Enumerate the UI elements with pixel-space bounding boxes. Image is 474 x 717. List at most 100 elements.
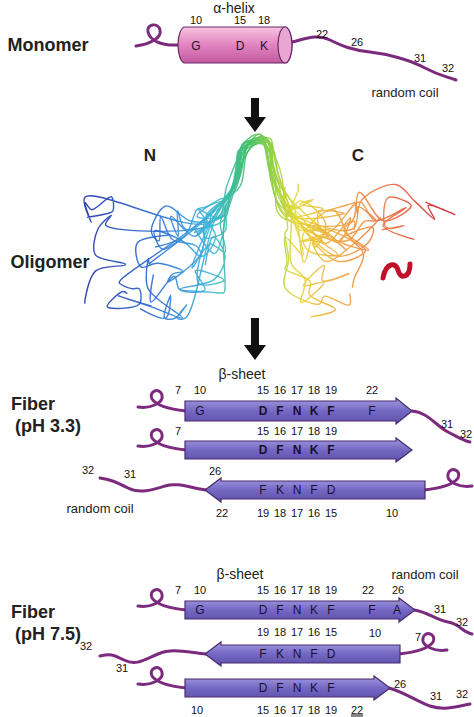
residue-number: 10 [194, 585, 206, 596]
residue-number: 26 [351, 37, 363, 48]
backbone-trace [151, 141, 365, 262]
residue-number: 31 [434, 604, 446, 615]
residue-number: 18 [308, 585, 320, 596]
residue-letter: D [327, 484, 336, 496]
residue-number: 32 [460, 429, 472, 440]
random-coil [292, 37, 456, 80]
beta-strand-arrow: FKNFD [205, 478, 425, 502]
residue-number: 19 [257, 508, 269, 519]
residue-number: 18 [308, 705, 320, 716]
residue-letter: F [259, 484, 266, 496]
residue-letter: F [327, 405, 334, 417]
residue-number: 7 [175, 426, 181, 437]
residue-number: 15 [325, 627, 337, 638]
residue-number: 22 [216, 508, 228, 519]
structure-label: random coil [391, 568, 458, 581]
backbone-trace [85, 136, 455, 304]
residue-letter: N [293, 405, 302, 417]
helix-cylinder: GDK [178, 27, 292, 63]
residue-number: 22 [362, 585, 374, 596]
process-arrow [244, 318, 266, 360]
stage-label: (pH 7.5) [15, 625, 81, 643]
random-coil [399, 634, 447, 654]
residue-letter: F [327, 604, 334, 616]
residue-letter: F [368, 405, 375, 417]
beta-strand-arrow: FKNFD [205, 642, 400, 666]
residue-number: 26 [209, 466, 221, 477]
residue-number: 19 [325, 705, 337, 716]
residue-letter: D [327, 648, 336, 660]
residue-letter: K [310, 682, 318, 694]
beta-strand-arrow: DFNKF [185, 438, 412, 462]
random-coil [138, 668, 186, 688]
residue-letter: K [310, 444, 319, 456]
residue-number: 17 [291, 705, 303, 716]
node-outline [185, 676, 390, 700]
residue-letter: D [259, 604, 268, 616]
process-arrow [244, 98, 266, 132]
stage-label: Fiber [11, 395, 55, 413]
residue-number: 32 [456, 617, 468, 628]
random-coil [136, 25, 178, 46]
stage-label: Oligomer [10, 253, 89, 271]
residue-number: 7 [175, 385, 181, 396]
residue-number: 31 [116, 663, 128, 674]
structure-label: β-sheet [217, 567, 264, 581]
residue-letter: N [293, 604, 302, 616]
residue-letter: N [293, 682, 302, 694]
residue-letter: D [259, 444, 268, 456]
strand-body [205, 642, 400, 666]
residue-number: 16 [274, 705, 286, 716]
stage-label: Monomer [8, 36, 89, 54]
residue-number: 10 [190, 15, 202, 26]
residue-number: 16 [308, 627, 320, 638]
structure-label: random coil [371, 86, 438, 99]
residue-number: 32 [456, 689, 468, 700]
residue-number: 32 [80, 641, 92, 652]
residue-number: 16 [274, 426, 286, 437]
random-coil [424, 470, 472, 490]
residue-number: 26 [392, 585, 404, 596]
residue-number: 17 [291, 627, 303, 638]
residue-number: 15 [234, 15, 246, 26]
residue-number: 19 [325, 585, 337, 596]
residue-letter: F [276, 604, 283, 616]
residue-letter: D [259, 682, 268, 694]
beta-strand-arrow: GDFNKFF [185, 398, 412, 424]
residue-number: 10 [194, 385, 206, 396]
backbone-trace [154, 137, 381, 262]
residue-number: 15 [325, 508, 337, 519]
oligomer-ensemble [84, 134, 455, 319]
strand-body [205, 478, 425, 502]
backbone-trace [140, 139, 351, 319]
residue-number: 15 [257, 385, 269, 396]
residue-number: 18 [274, 508, 286, 519]
residue-number: 16 [274, 585, 286, 596]
stage-label: (pH 3.3) [15, 417, 81, 435]
random-coil [100, 651, 206, 663]
structure-label: β-sheet [219, 367, 266, 381]
beta-strand-arrow: GDFNKFFA [185, 598, 415, 622]
residue-letter: A [393, 604, 401, 616]
residue-letter: F [310, 648, 317, 660]
residue-letter: F [327, 682, 334, 694]
helix-end [278, 27, 292, 63]
residue-letter: G [191, 40, 200, 52]
helix-turn [383, 264, 410, 278]
residue-number: 18 [258, 15, 270, 26]
residue-number: 31 [441, 419, 453, 430]
residue-number: 10 [191, 705, 203, 716]
residue-number: 31 [430, 691, 442, 702]
residue-number: 22 [351, 705, 363, 716]
residue-letter: N [293, 444, 302, 456]
strand-body [185, 398, 412, 424]
residue-letter: K [276, 484, 284, 496]
residue-number: 17 [291, 426, 303, 437]
residue-number: 26 [394, 679, 406, 690]
residue-number: 18 [274, 627, 286, 638]
residue-number: 10 [369, 628, 381, 639]
residue-letter: K [260, 40, 268, 52]
residue-letter: F [259, 648, 266, 660]
beta-strand-arrow: DFNKF [185, 676, 390, 700]
residue-letter: F [276, 682, 283, 694]
